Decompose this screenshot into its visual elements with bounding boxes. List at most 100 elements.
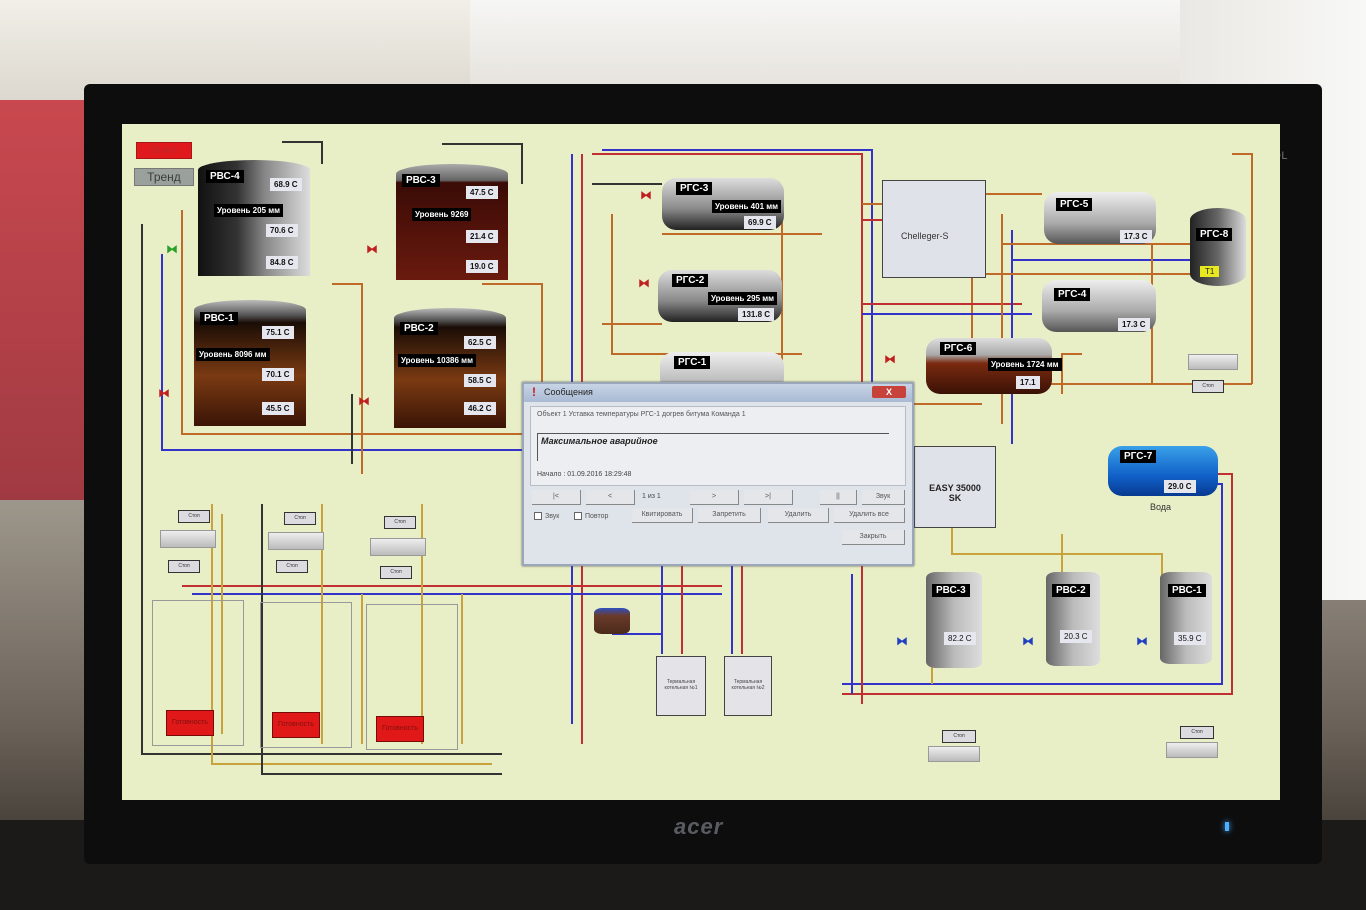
tank-rgs-2[interactable]: РГС-2 Уровень 295 мм 131.8 C — [658, 270, 782, 322]
first-button[interactable]: |< — [532, 490, 581, 505]
background-wall — [0, 0, 470, 100]
last-button[interactable]: >| — [744, 490, 793, 505]
valve-closed-icon[interactable]: ⧓ — [366, 242, 378, 256]
valve-closed-icon[interactable]: ⧓ — [640, 188, 652, 202]
prev-button[interactable]: < — [586, 490, 635, 505]
tank-rvs-2-bottom[interactable]: РВС-2 20.3 C — [1046, 572, 1100, 666]
object-text: Объект 1 Уставка температуры РГС-1 догре… — [537, 411, 746, 418]
dialog-titlebar[interactable]: ! Сообщения X — [524, 384, 912, 402]
stop-button[interactable]: Стоп — [380, 566, 412, 579]
stop-button[interactable]: Стоп — [178, 510, 210, 523]
stop-button[interactable]: Стоп — [276, 560, 308, 573]
tank-rgs-7[interactable]: РГС-7 29.0 C — [1108, 446, 1218, 496]
tank-label: РГС-6 — [940, 342, 977, 355]
ready-indicator: Готовность — [376, 716, 424, 742]
messages-dialog: ! Сообщения X Объект 1 Уставка температу… — [522, 382, 914, 566]
level-readout: Уровень 401 мм — [712, 200, 782, 213]
checkbox-label: Повтор — [585, 512, 609, 520]
valve-closed-icon[interactable]: ⧓ — [884, 352, 896, 366]
pause-button[interactable]: || — [820, 490, 857, 505]
tank-rvs-2[interactable]: РВС-2 62.5 C Уровень 10386 мм 58.5 C 46.… — [394, 308, 506, 428]
tank-rvs-1-bottom[interactable]: РВС-1 35.9 C — [1160, 572, 1212, 664]
sound-button[interactable]: Звук — [862, 490, 905, 505]
tank-rvs-3[interactable]: РВС-3 47.5 C Уровень 9269 21.4 C 19.0 C — [396, 164, 508, 280]
ready-indicator: Готовность — [166, 710, 214, 736]
temp-top: 68.9 C — [270, 178, 302, 191]
close-button[interactable]: X — [872, 386, 906, 398]
tank-label: РГС-4 — [1054, 288, 1091, 301]
repeat-checkbox[interactable]: Повтор — [574, 512, 608, 520]
tank-label: РГС-8 — [1196, 228, 1233, 241]
trend-button[interactable]: Тренд — [134, 168, 194, 186]
alert-icon: ! — [532, 385, 536, 399]
start-time: Начало : 01.09.2016 18:29:48 — [537, 471, 632, 478]
tank-rgs-3[interactable]: РГС-3 Уровень 401 мм 69.9 C — [662, 178, 784, 230]
background-window — [470, 0, 1190, 100]
valve-closed-icon[interactable]: ⧓ — [158, 386, 170, 400]
valve-closed-icon[interactable]: ⧓ — [358, 394, 370, 408]
temp-top: 75.1 C — [262, 326, 294, 339]
boiler-label: Chelleger-S — [901, 231, 949, 241]
tank-rgs-5[interactable]: РГС-5 17.3 C — [1044, 192, 1156, 244]
ready-indicator: Готовность — [272, 712, 320, 738]
valve-open-icon[interactable]: ⧓ — [166, 242, 178, 256]
valve-icon[interactable]: ⧓ — [1022, 634, 1034, 648]
boiler-label: Термальная котельная №1 — [664, 679, 698, 691]
tank-label: РВС-3 — [402, 174, 440, 187]
tank-rvs-3-bottom[interactable]: РВС-3 82.2 C — [926, 572, 982, 668]
tank-label: РВС-2 — [400, 322, 438, 335]
level-readout: Уровень 295 мм — [708, 292, 778, 305]
tanker-truck-icon — [370, 538, 426, 556]
next-button[interactable]: > — [690, 490, 739, 505]
boiler-easy[interactable]: EASY 35000 SK — [914, 446, 996, 528]
temp-readout: 131.8 C — [738, 308, 775, 321]
temp-readout: 29.0 C — [1164, 480, 1196, 493]
temp-bottom: 84.8 C — [266, 256, 298, 269]
thermal-boiler-2[interactable]: Термальная котельная №2 — [724, 656, 772, 716]
level-readout: Уровень 9269 — [412, 208, 472, 221]
delete-all-button[interactable]: Удалить все — [834, 508, 905, 523]
stop-button[interactable]: Стоп — [168, 560, 200, 573]
tank-rgs-6[interactable]: РГС-6 Уровень 1724 мм 17.1 — [926, 338, 1062, 394]
level-readout: Уровень 205 мм — [214, 204, 284, 217]
stop-button[interactable]: Стоп — [284, 512, 316, 525]
temp-readout: 17.3 C — [1118, 318, 1150, 331]
temp-readout: 20.3 C — [1060, 630, 1092, 643]
tanker-truck-icon — [1188, 354, 1238, 370]
loading-station-2 — [260, 602, 352, 748]
stop-button[interactable]: Стоп — [1180, 726, 1214, 739]
temp-top: 47.5 C — [466, 186, 498, 199]
temp-mid: 58.5 C — [464, 374, 496, 387]
sound-checkbox[interactable]: Звук — [534, 512, 559, 520]
valve-icon[interactable]: ⧓ — [1136, 634, 1148, 648]
boiler-challenger[interactable]: Chelleger-S — [882, 180, 986, 278]
dialog-title: Сообщения — [544, 387, 593, 397]
off-button[interactable]: Выкл — [136, 142, 192, 159]
acknowledge-button[interactable]: Квитировать — [632, 508, 693, 523]
thermal-boiler-1[interactable]: Термальная котельная №1 — [656, 656, 706, 716]
forbid-button[interactable]: Запретить — [698, 508, 761, 523]
tank-rgs-8[interactable]: РГС-8 T1 — [1190, 208, 1246, 286]
tanker-truck-icon — [928, 746, 980, 762]
boiler-label: Термальная котельная №2 — [731, 679, 765, 691]
tank-rvs-4[interactable]: РВС-4 68.9 C Уровень 205 мм 70.6 C 84.8 … — [198, 160, 310, 276]
t1-indicator: T1 — [1200, 266, 1220, 277]
temp-readout: 17.1 — [1016, 376, 1040, 389]
tank-label: РВС-4 — [206, 170, 244, 183]
tank-label: РГС-3 — [676, 182, 713, 195]
stop-button[interactable]: Стоп — [384, 516, 416, 529]
dialog-close-button[interactable]: Закрыть — [842, 530, 905, 545]
boiler-label: EASY 35000 SK — [929, 483, 981, 503]
tank-label: РВС-1 — [1168, 584, 1206, 597]
monitor: V226HQL acer — [84, 84, 1322, 864]
temp-mid: 70.1 C — [262, 368, 294, 381]
delete-button[interactable]: Удалить — [768, 508, 829, 523]
valve-closed-icon[interactable]: ⧓ — [638, 276, 650, 290]
tank-rvs-1[interactable]: РВС-1 75.1 C Уровень 8096 мм 70.1 C 45.5… — [194, 300, 306, 426]
valve-icon[interactable]: ⧓ — [896, 634, 908, 648]
stop-button[interactable]: Стоп — [942, 730, 976, 743]
tank-rgs-4[interactable]: РГС-4 17.3 C — [1042, 280, 1156, 332]
background-red-wall — [0, 100, 90, 500]
stop-button[interactable]: Стоп — [1192, 380, 1224, 393]
checkbox-label: Звук — [545, 512, 560, 520]
